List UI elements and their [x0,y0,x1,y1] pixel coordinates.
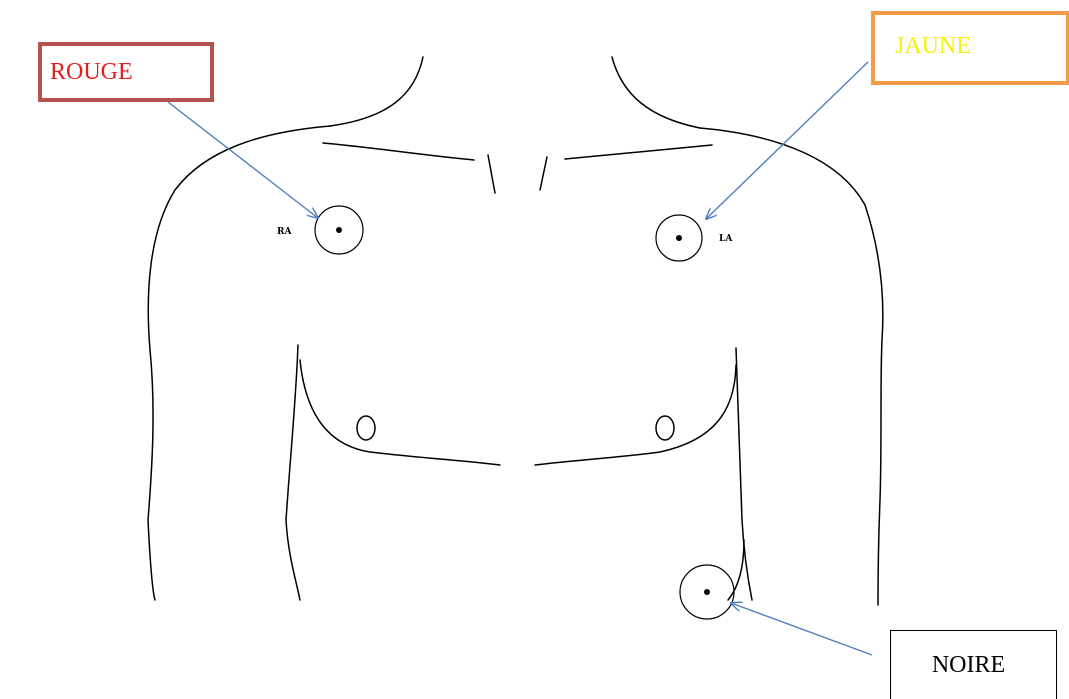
label-rouge-text: ROUGE [50,59,133,86]
electrode-la: LA [656,215,733,261]
arrow-jaune [706,62,868,219]
label-jaune-text: JAUNE [895,33,971,60]
electrode-ra-label: RA [277,227,292,237]
label-noire-text: NOIRE [932,652,1005,679]
neck-right [612,57,700,128]
label-jaune: JAUNE [871,11,1069,85]
electrode-la-label: LA [719,234,733,244]
right-pectoral [535,365,736,465]
sternal-notch-left [488,155,495,193]
right-waist [728,540,744,600]
pointer-arrows [168,62,872,655]
arrow-noire [731,603,872,655]
arrow-rouge [168,102,318,218]
left-pectoral [300,360,500,465]
right-collarbone [565,145,712,159]
electrode-ra-center [336,227,342,233]
neck-left [330,57,423,126]
torso-outline [148,57,883,605]
electrode-ground-center [704,589,710,595]
left-nipple [357,416,375,440]
left-collarbone [323,143,474,160]
right-nipple [656,416,674,440]
right-inner-arm [736,348,752,600]
label-noire: NOIRE [890,630,1057,699]
electrode-ra: RA [277,206,363,254]
right-shoulder-arm [700,128,883,605]
sternal-notch-right [540,157,547,190]
left-shoulder-arm [148,126,330,600]
left-inner-arm [286,345,300,600]
electrode-ground [680,565,734,619]
label-rouge: ROUGE [38,42,214,102]
electrode-la-center [676,235,682,241]
